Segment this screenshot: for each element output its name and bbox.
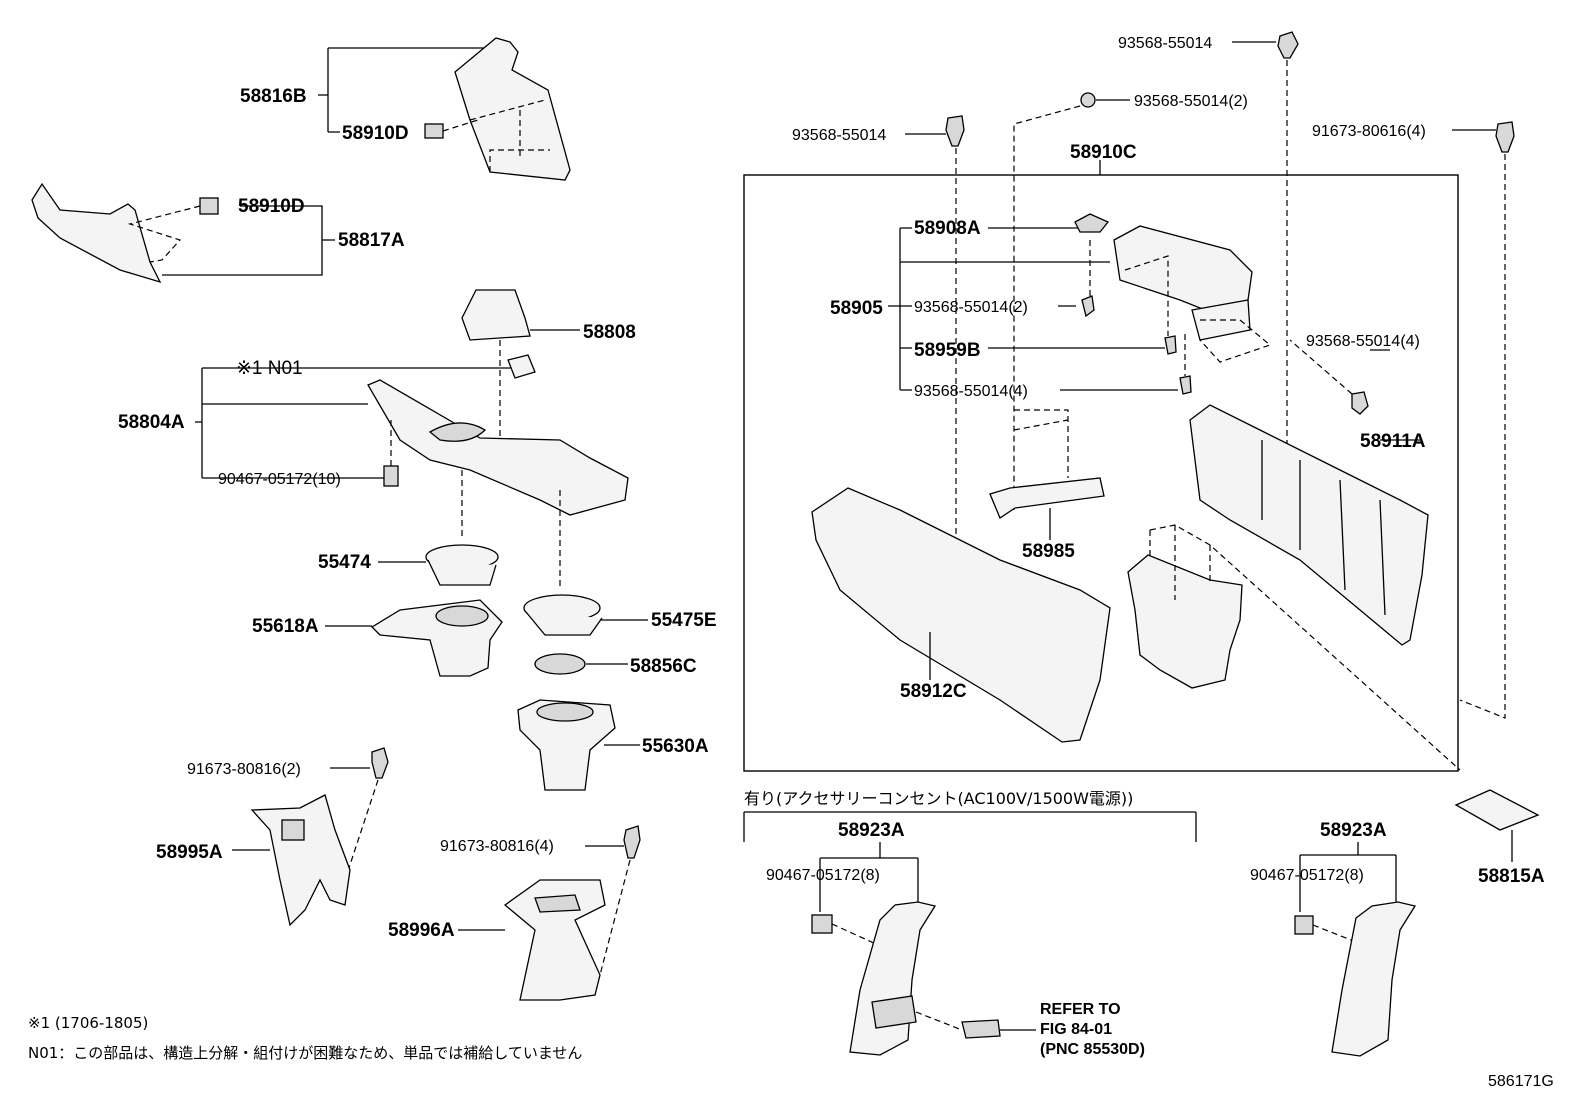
label-N01: ※1 N01 bbox=[236, 358, 303, 379]
part-58995A bbox=[232, 794, 351, 927]
label-58923A-right: 58923A bbox=[1320, 820, 1387, 841]
part-55618A bbox=[325, 599, 503, 677]
label-55630A: 55630A bbox=[642, 736, 709, 757]
part-91673-80816-4 bbox=[585, 825, 641, 976]
screw-93568-55014-top bbox=[1232, 31, 1299, 450]
label-58923A-left: 58923A bbox=[838, 820, 905, 841]
part-rear-bin bbox=[1127, 524, 1461, 771]
accessory-bracket bbox=[743, 811, 1197, 842]
label-58910D-upper: 58910D bbox=[342, 123, 409, 144]
part-58923A-left bbox=[811, 842, 1036, 1056]
label-55475E: 55475E bbox=[651, 610, 717, 631]
label-58816B: 58816B bbox=[240, 86, 307, 107]
box-58910C bbox=[743, 160, 1459, 772]
screw-93568-55014-4b bbox=[1289, 339, 1390, 415]
part-58817A bbox=[31, 182, 335, 284]
label-93568-55014-top: 93568-55014 bbox=[1118, 35, 1212, 52]
part-91673-80816-2 bbox=[330, 747, 389, 881]
label-93568-55014-4a: 93568-55014(4) bbox=[914, 383, 1028, 400]
footnote-2: N01：この部品は、構造上分解・組付けが困難なため、単品では補給していません bbox=[28, 1044, 582, 1062]
part-58815A bbox=[1454, 789, 1540, 862]
label-58910C: 58910C bbox=[1070, 142, 1137, 163]
label-93568-55014-2a: 93568-55014(2) bbox=[1134, 93, 1248, 110]
part-58985 bbox=[989, 409, 1105, 540]
label-58995A: 58995A bbox=[156, 842, 223, 863]
label-58911A: 58911A bbox=[1360, 431, 1426, 452]
label-58912C: 58912C bbox=[900, 681, 967, 702]
part-58911A bbox=[1189, 404, 1429, 646]
part-armrest bbox=[1074, 213, 1272, 395]
part-58923A-right bbox=[1294, 842, 1417, 1057]
label-90467-05172-10: 90467-05172(10) bbox=[218, 471, 341, 488]
label-90467-05172-8-left: 90467-05172(8) bbox=[766, 867, 880, 884]
label-91673-80816-2: 91673-80816(2) bbox=[187, 761, 301, 778]
label-58905: 58905 bbox=[830, 298, 883, 319]
label-90467-05172-8-right: 90467-05172(8) bbox=[1250, 867, 1364, 884]
label-58910D-lower: 58910D bbox=[238, 196, 305, 217]
label-55618A: 55618A bbox=[252, 616, 319, 637]
label-55474: 55474 bbox=[318, 552, 371, 573]
part-58856C bbox=[534, 653, 628, 675]
label-91673-80816-4: 91673-80816(4) bbox=[440, 838, 554, 855]
label-58996A: 58996A bbox=[388, 920, 455, 941]
footnote-1: ※1 (1706-1805) bbox=[28, 1014, 148, 1032]
part-55475E bbox=[523, 594, 648, 636]
label-58856C: 58856C bbox=[630, 656, 697, 677]
label-58959B: 58959B bbox=[914, 340, 981, 361]
label-91673-80616: 91673-80616(4) bbox=[1312, 123, 1426, 140]
label-93568-55014-2b: 93568-55014(2) bbox=[914, 299, 1028, 316]
label-93568-55014-left: 93568-55014 bbox=[792, 127, 886, 144]
part-58804A bbox=[195, 354, 629, 590]
label-58817A: 58817A bbox=[338, 230, 405, 251]
part-58912C bbox=[811, 487, 1111, 743]
part-58996A bbox=[458, 879, 606, 1001]
label-93568-55014-4b: 93568-55014(4) bbox=[1306, 333, 1420, 350]
figure-id: 586171G bbox=[1488, 1073, 1554, 1090]
part-58816B bbox=[318, 37, 571, 181]
part-58910D-upper bbox=[424, 119, 479, 139]
accessory-note: 有り(アクセサリーコンセント(AC100V/1500W電源)) bbox=[744, 789, 1133, 808]
label-58985: 58985 bbox=[1022, 541, 1075, 562]
label-58908A: 58908A bbox=[914, 218, 981, 239]
label-58808: 58808 bbox=[583, 322, 636, 343]
part-58808 bbox=[461, 289, 580, 470]
screw-91673-80616 bbox=[1452, 121, 1515, 719]
screw-93568-55014-2a bbox=[1013, 92, 1130, 510]
label-58815A: 58815A bbox=[1478, 866, 1545, 887]
refer-line-2: FIG 84-01 bbox=[1040, 1021, 1112, 1038]
part-55474 bbox=[378, 544, 499, 586]
refer-line-3: (PNC 85530D) bbox=[1040, 1041, 1145, 1058]
refer-line-1: REFER TO bbox=[1040, 1001, 1121, 1018]
part-55630A bbox=[517, 699, 640, 791]
bracket-58905 bbox=[888, 227, 1178, 391]
screw-93568-55014-left bbox=[905, 115, 965, 580]
label-58804A: 58804A bbox=[118, 412, 185, 433]
